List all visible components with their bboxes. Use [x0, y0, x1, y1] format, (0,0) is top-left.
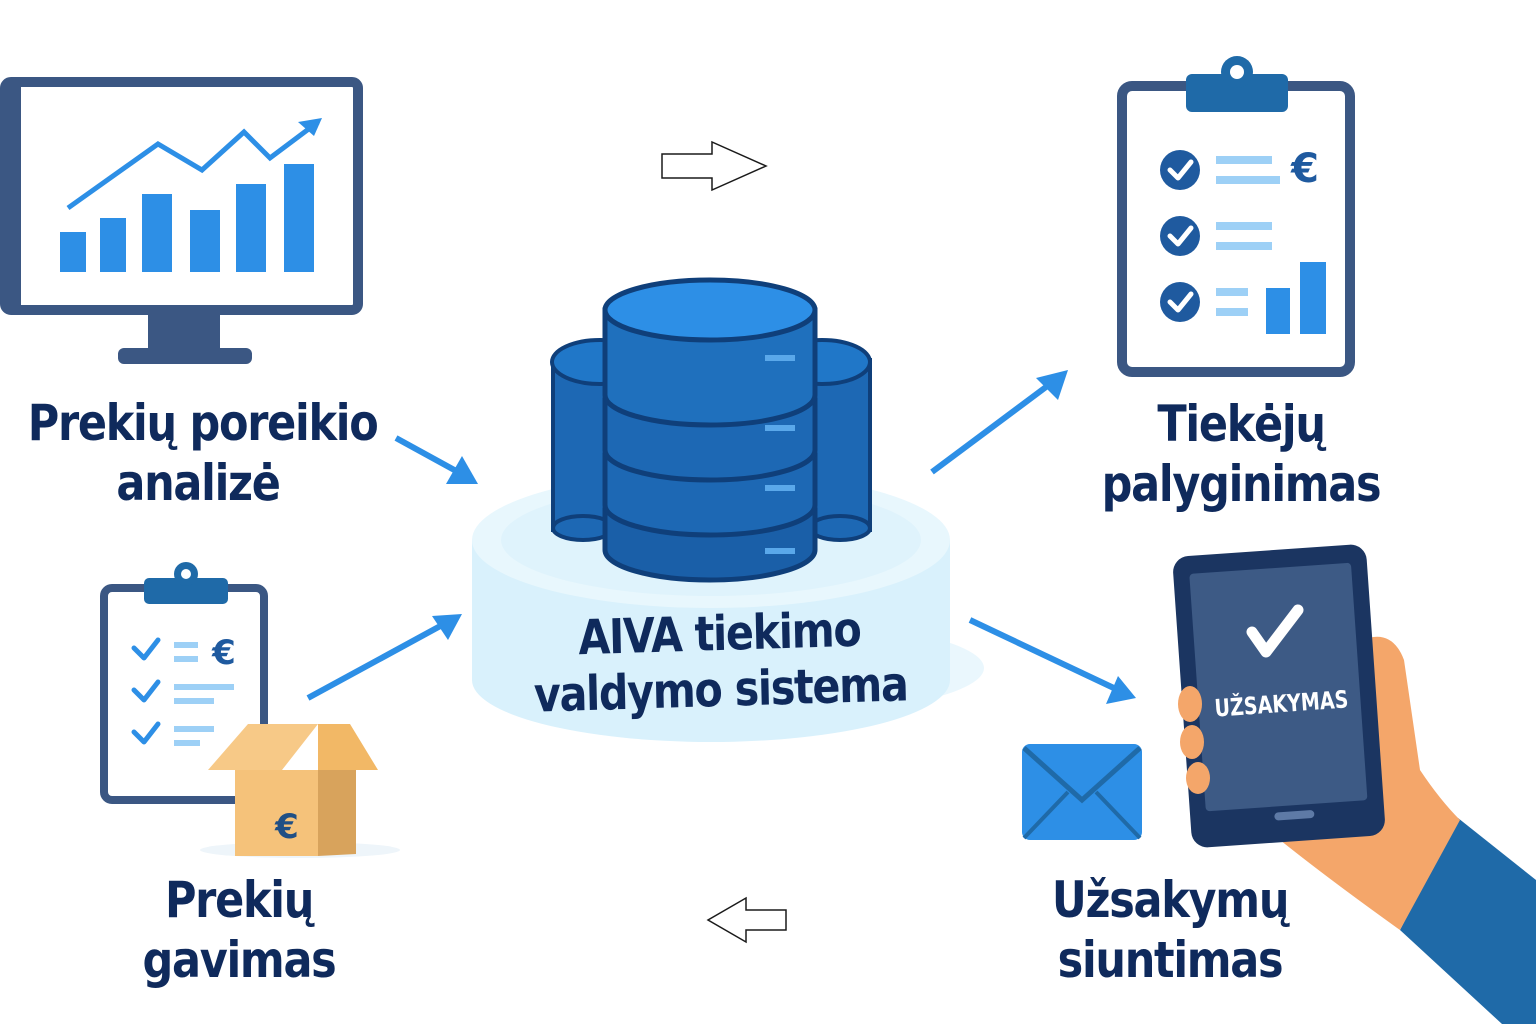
arrow-system-to-supplier [930, 381, 1052, 475]
phone-order-icon: UŽSAKYMAS [1173, 544, 1536, 1024]
arrow-system-to-order [968, 617, 1120, 693]
step-label-demand-analysis: Prekių poreikio analizė [27, 394, 379, 512]
step-label-order-sending: Užsakymų siuntimas [1051, 871, 1290, 989]
euro-icon: € [211, 633, 236, 673]
euro-icon: € [274, 807, 299, 847]
arrow-receive-to-system [306, 621, 446, 701]
step-label-goods-receiving: Prekių gavimas [142, 871, 337, 989]
supplier-clipboard-icon: € [1117, 56, 1355, 377]
cycle-arrow-right-icon [661, 140, 768, 192]
euro-icon: € [1290, 146, 1319, 192]
receiving-clipboard-box-icon: € € [100, 562, 400, 858]
step-label-supplier-comparison: Tiekėjų palyginimas [1101, 395, 1382, 513]
cycle-arrow-left-icon [706, 896, 787, 944]
envelope-icon [1022, 744, 1142, 840]
arrow-demand-to-system [394, 435, 460, 475]
monitor-chart-icon [0, 77, 363, 364]
database-icon [472, 277, 984, 742]
